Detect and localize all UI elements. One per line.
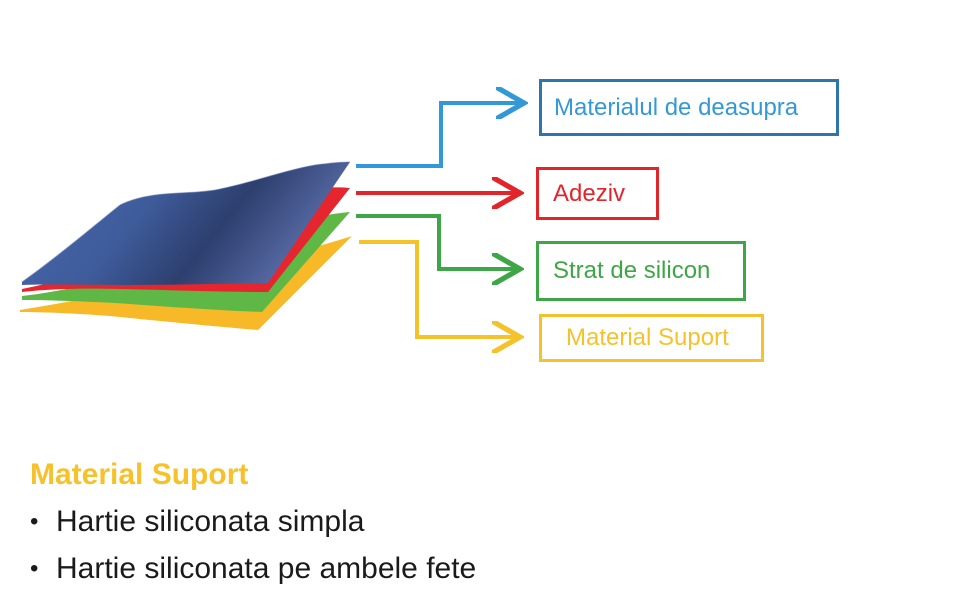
- label-adhesive-text: Adeziv: [553, 179, 626, 207]
- list-item: • Hartie siliconata pe ambele fete: [30, 545, 930, 592]
- bullet-icon: •: [30, 555, 39, 582]
- layer-stack-graphic: [20, 0, 959, 440]
- bullet-list: • Hartie siliconata simpla • Hartie sili…: [30, 498, 930, 592]
- top-layer: [22, 162, 350, 285]
- list-item-text: Hartie siliconata simpla: [56, 505, 365, 538]
- connector-top: [356, 103, 520, 168]
- list-item: • Hartie siliconata simpla: [30, 498, 930, 545]
- layer-diagram: Materialul de deasupra Adeziv Strat de s…: [20, 0, 959, 440]
- label-silicon-layer: Strat de silicon: [536, 241, 746, 301]
- connector-silicon: [356, 214, 516, 269]
- label-support-material: Material Suport: [539, 314, 764, 362]
- support-material-section: Material Suport • Hartie siliconata simp…: [30, 452, 930, 592]
- label-support-material-text: Material Suport: [566, 324, 729, 351]
- section-title: Material Suport: [30, 458, 249, 491]
- bullet-icon: •: [30, 508, 39, 535]
- list-item-text: Hartie siliconata pe ambele fete: [56, 552, 477, 585]
- label-top-material-text: Materialul de deasupra: [554, 93, 799, 121]
- label-silicon-layer-text: Strat de silicon: [553, 257, 711, 284]
- label-top-material: Materialul de deasupra: [539, 79, 839, 136]
- label-adhesive: Adeziv: [536, 167, 659, 220]
- connector-support: [359, 240, 516, 337]
